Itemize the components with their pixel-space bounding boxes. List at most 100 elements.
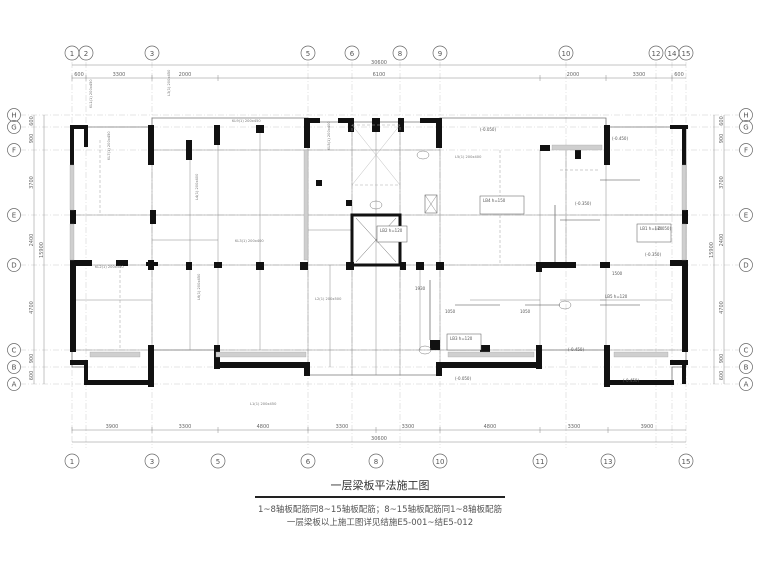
axis-label-bottom: 13 [604,458,613,466]
axis-label-right: G [743,124,748,132]
title-underline [255,496,505,498]
axis-bubble-left [7,143,21,157]
misc-label: 1500 [612,271,623,276]
slab-marker [418,345,432,355]
hatched-wall [69,223,75,261]
shear-wall [604,345,610,387]
slab-label-box [636,223,672,243]
beam-label: L6(1) 200x450 [197,273,201,300]
shear-wall [214,125,220,145]
shear-wall [536,262,576,268]
axis-label-left: F [12,147,16,155]
drawing-title-block: 一层梁板平法施工图 [0,477,760,493]
misc-label: (-0.350) [575,201,591,206]
shear-wall [346,262,354,270]
shaft-diagonal [424,194,438,214]
axis-label-top: 3 [150,50,154,58]
slab-marker [369,200,383,210]
dim-right-segment: 3700 [719,176,725,189]
slab-label: LB4 h=150 [483,198,506,203]
hatched-wall [613,351,669,358]
shear-wall [186,140,192,160]
shear-wall [670,360,688,365]
axis-bubble-bottom [210,453,226,469]
shear-wall [670,260,688,266]
dim-left-segment: 3700 [29,176,35,189]
axis-label-top: 9 [438,50,442,58]
shear-wall [575,145,581,159]
axis-label-left: E [12,212,16,220]
axis-bubble-top [78,45,94,61]
shear-wall [682,362,686,384]
shear-wall [604,125,610,165]
beam-label: KL5(1) 200x400 [327,121,331,150]
axis-label-bottom: 6 [306,458,311,466]
axis-label-top: 5 [306,50,310,58]
shear-wall [398,118,404,132]
slab-label: LB1 h=120 [640,226,663,231]
axis-bubble-right [739,343,753,357]
axis-label-bottom: 5 [216,458,220,466]
shaft-box [424,194,438,214]
hatched-wall [89,351,141,358]
misc-label: (-0.450) [612,136,628,141]
axis-bubble-bottom [600,453,616,469]
axis-label-left: G [11,124,16,132]
dim-top-segment: 2000 [179,72,192,78]
dim-left-segment: 4700 [29,301,35,314]
slab-marker [558,300,572,310]
shear-wall [604,380,674,385]
axis-label-left: B [12,364,17,372]
slab-marker [416,150,430,160]
axis-bubble-right [739,208,753,222]
axis-bubble-right [739,120,753,134]
axis-bubble-bottom [532,453,548,469]
axis-label-right: D [743,262,748,270]
dim-top-segment: 3300 [113,72,126,78]
shear-wall [70,125,74,187]
axis-label-top: 10 [562,50,571,58]
shear-wall [420,118,438,123]
axis-label-bottom: 8 [374,458,378,466]
shear-wall [146,262,158,266]
beam-label: L5(1) 200x400 [455,155,482,159]
shear-wall [84,125,88,147]
slab-label: LB5 h=120 [605,294,628,299]
dim-bottom-segment: 3900 [106,424,119,430]
shear-wall [400,262,406,270]
drawing-title: 一层梁板平法施工图 [330,479,430,492]
misc-label: (-0.050) [655,226,671,231]
axis-label-left: C [12,347,17,355]
shear-wall [304,362,310,376]
dim-bottom-segment: 4800 [484,424,497,430]
shear-wall [150,210,156,224]
axis-bubble-bottom [678,453,694,469]
axis-bubble-top [432,45,448,61]
misc-label: 1050 [445,309,456,314]
axis-label-bottom: 11 [536,458,545,466]
axis-label-right: H [743,112,748,120]
dim-left-segment: 900 [29,354,35,364]
hatched-wall [303,149,309,261]
dim-right-segment: 600 [719,371,725,381]
axis-bubble-top [300,45,316,61]
dim-right-segment: 900 [719,134,725,144]
axis-bubble-bottom [300,453,316,469]
axis-bubble-left [7,108,21,122]
dim-bottom-segment: 3300 [402,424,415,430]
axis-label-left: A [12,381,17,389]
axis-label-right: C [744,347,749,355]
shear-wall [70,262,76,352]
elevator-diagonal [355,217,397,263]
shear-wall [670,125,688,129]
axis-label-bottom: 1 [70,458,74,466]
slab-label: LB2 h=120 [380,228,403,233]
dim-left-segment: 600 [29,371,35,381]
stair-diagonal [351,124,401,186]
dim-top-segment: 3300 [633,72,646,78]
axis-bubble-top [144,45,160,61]
dim-right-segment: 900 [719,354,725,364]
dim-right-overall: 15900 [709,242,715,258]
axis-bubble-right [739,377,753,391]
